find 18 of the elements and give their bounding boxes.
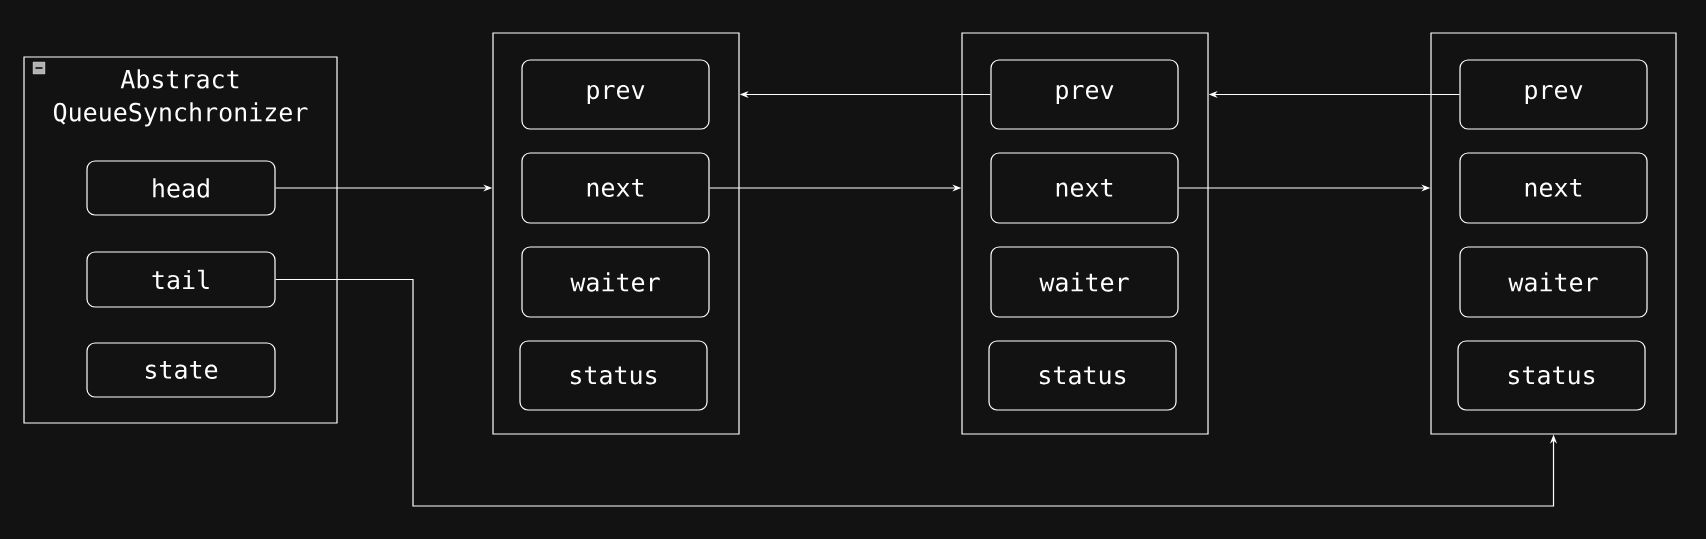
field-box: state [86, 342, 276, 398]
container-box [961, 32, 1209, 435]
field-box: status [1457, 340, 1646, 411]
field-box: prev [1459, 59, 1648, 130]
field-box: prev [990, 59, 1179, 130]
field-box: next [1459, 152, 1648, 224]
container-box [492, 32, 740, 435]
field-box: waiter [521, 246, 710, 318]
field-box: tail [86, 251, 276, 308]
field-box: next [990, 152, 1179, 224]
field-box: waiter [990, 246, 1179, 318]
field-box: prev [521, 59, 710, 130]
field-box: head [86, 160, 276, 216]
container-box [1430, 32, 1677, 435]
field-box: waiter [1459, 246, 1648, 318]
field-box: status [988, 340, 1177, 411]
field-box: next [521, 152, 710, 224]
field-box: status [519, 340, 708, 411]
